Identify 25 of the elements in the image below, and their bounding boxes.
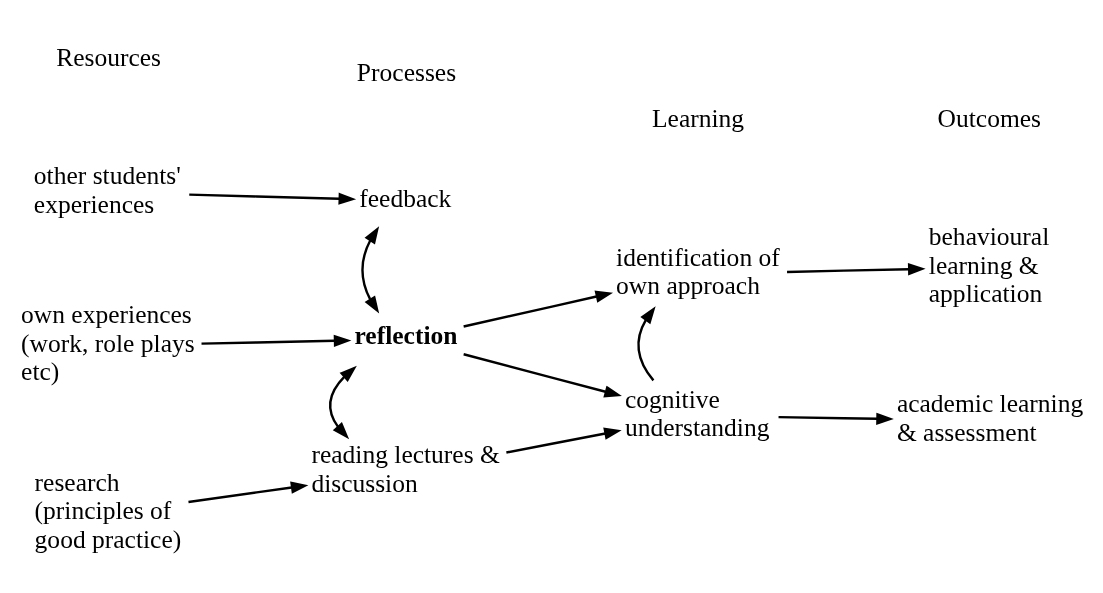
- arrow: [361, 225, 380, 314]
- node-text: behavioural learning & application: [928, 221, 1050, 308]
- arrow: [189, 192, 357, 205]
- node-text: cognitive understanding: [624, 384, 770, 442]
- node-text: reflection: [354, 320, 458, 350]
- label: Outcomes: [937, 103, 1042, 133]
- label: Resources: [56, 42, 162, 72]
- arrow: [463, 352, 622, 398]
- arrow: [637, 305, 656, 381]
- node-text: feedback: [359, 183, 452, 213]
- node-text: identification of own approach: [616, 242, 780, 300]
- arrow: [787, 262, 926, 275]
- node-text: reading lectures & discussion: [311, 439, 500, 498]
- label: Learning: [652, 103, 745, 133]
- arrow: [463, 290, 614, 328]
- node-text: research (principles of good practice): [34, 467, 182, 554]
- node-text: own experiences (work, role plays etc): [21, 299, 195, 386]
- arrow: [778, 412, 894, 425]
- node-text: academic learning & assessment: [896, 388, 1084, 447]
- arrow: [329, 365, 357, 439]
- arrow: [201, 334, 352, 347]
- node-text: other students' experiences: [33, 160, 181, 219]
- label: Processes: [356, 57, 457, 87]
- arrow: [506, 427, 622, 454]
- arrow: [188, 481, 309, 503]
